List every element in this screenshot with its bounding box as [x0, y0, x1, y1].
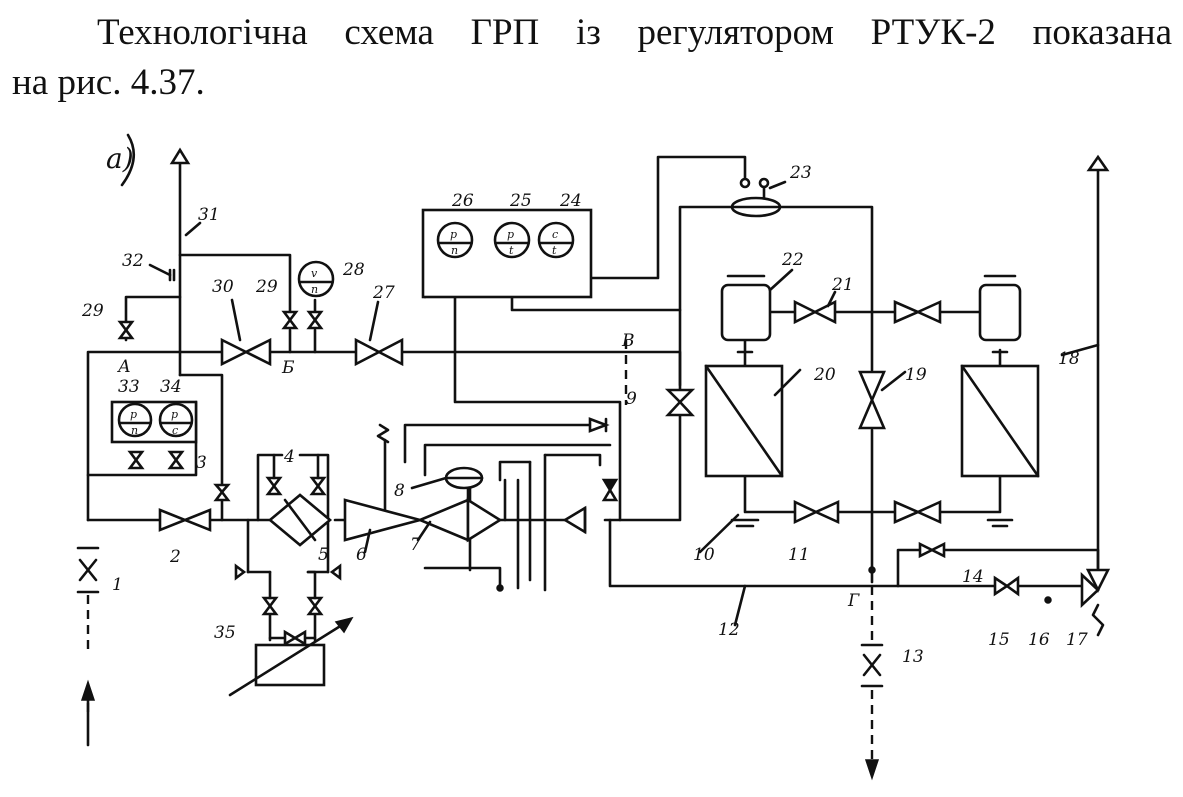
item-numbers: 1 2 3 4 5 6 7 8 9 10 11 12 13 14 15 16 1…	[81, 163, 1088, 667]
piping	[86, 155, 1100, 642]
counter-22b-icon	[978, 283, 1022, 342]
ground-10-icon	[730, 518, 760, 528]
equipment	[76, 147, 1111, 781]
label-16: 16	[1028, 630, 1050, 650]
gauge-26-icon: р п	[436, 221, 474, 259]
gauge-34-icon: р с	[158, 402, 194, 438]
label-19: 19	[905, 365, 927, 385]
label-7: 7	[410, 535, 421, 555]
label-4: 4	[283, 447, 295, 467]
check-valve-icon	[562, 505, 587, 535]
label-23: 23	[789, 163, 812, 183]
svg-text:с: с	[172, 424, 178, 437]
label-20: 20	[813, 365, 836, 385]
svg-text:р: р	[130, 408, 137, 421]
valve-14-icon	[918, 541, 935, 559]
valve-21-icon	[793, 299, 818, 325]
figure-label: а)	[106, 142, 134, 175]
svg-text:п: п	[451, 244, 458, 257]
label-33: 33	[118, 377, 140, 397]
label-26: 26	[451, 191, 474, 211]
label-25: 25	[509, 191, 532, 211]
svg-text:р: р	[450, 228, 457, 241]
point-v: В	[621, 331, 635, 351]
gauge-25-icon: р t	[493, 221, 531, 259]
label-11: 11	[788, 545, 810, 565]
valve-3-icon	[213, 483, 231, 494]
relief-valve-17-icon	[1080, 571, 1100, 609]
label-15: 15	[988, 630, 1010, 650]
outlet-arrow-icon	[864, 759, 880, 781]
impulse-valve-icon	[588, 417, 610, 433]
label-28: 28	[342, 260, 365, 280]
gauge-28-icon: v п	[297, 260, 335, 298]
label-34: 34	[160, 377, 182, 397]
label-21: 21	[831, 275, 854, 295]
svg-text:р: р	[507, 228, 514, 241]
label-3: 3	[196, 453, 207, 473]
valve-11-icon	[793, 499, 820, 525]
valve-9-icon	[664, 388, 696, 404]
valve-15-icon	[993, 575, 1010, 597]
svg-text:р: р	[171, 408, 178, 421]
label-14: 14	[962, 567, 984, 587]
label-9: 9	[626, 389, 637, 409]
label-24: 24	[559, 191, 582, 211]
valve-2-icon	[158, 508, 189, 532]
spring-icon	[376, 423, 390, 444]
label-2: 2	[169, 547, 181, 567]
label-8: 8	[394, 481, 405, 501]
counter-22-icon	[720, 283, 772, 342]
valve-1-icon	[78, 558, 98, 582]
point-letters: А Б В Г	[117, 331, 860, 611]
svg-text:п: п	[131, 424, 138, 437]
svg-text:v: v	[311, 267, 318, 280]
valve-29a-icon	[117, 320, 135, 333]
caption-line-2: на рис. 4.37.	[12, 62, 205, 103]
label-17: 17	[1066, 630, 1088, 650]
label-13: 13	[902, 647, 924, 667]
valve-27-icon	[354, 337, 382, 367]
gauge-33-icon: р п	[117, 402, 153, 438]
gauge-24-icon: с t	[537, 221, 575, 259]
svg-text:п: п	[311, 283, 318, 296]
label-30: 30	[212, 277, 234, 297]
label-31: 31	[198, 205, 220, 225]
vent-18-icon	[1086, 154, 1110, 172]
point-b: Б	[281, 358, 295, 378]
label-6: 6	[356, 545, 367, 565]
regulator-valve-icon	[416, 498, 470, 542]
differential-gauge-35-icon	[254, 643, 326, 687]
valve-30-icon	[220, 337, 249, 367]
label-22: 22	[781, 250, 804, 270]
inlet-arrow-icon	[80, 679, 96, 701]
label-29a: 29	[81, 301, 104, 321]
svg-text:с: с	[552, 228, 558, 241]
regulator-outlet-icon	[466, 497, 503, 543]
valve-29b-icon	[281, 310, 299, 323]
label-5: 5	[318, 545, 329, 565]
caption: Технологічна схема ГРП із регулятором РТ…	[12, 8, 1172, 108]
label-32: 32	[122, 251, 144, 271]
caption-line-1: Технологічна схема ГРП із регулятором РТ…	[97, 12, 1172, 53]
point-a: А	[117, 357, 131, 377]
vent-31-icon	[169, 147, 191, 165]
label-10: 10	[693, 545, 715, 565]
valve-13-icon	[862, 653, 882, 677]
label-29b: 29	[255, 277, 278, 297]
label-1: 1	[112, 575, 123, 595]
leader-lines	[148, 180, 1100, 627]
svg-text:t: t	[552, 244, 557, 257]
svg-text:t: t	[509, 244, 514, 257]
gauges: р п р t с t v п р п р с	[117, 221, 575, 438]
label-27: 27	[372, 283, 395, 303]
valve-19-icon	[858, 370, 886, 404]
point-g: Г	[847, 591, 860, 611]
label-35: 35	[214, 623, 236, 643]
regulator-inlet-icon	[343, 498, 426, 542]
ground-20b-icon	[986, 518, 1014, 528]
